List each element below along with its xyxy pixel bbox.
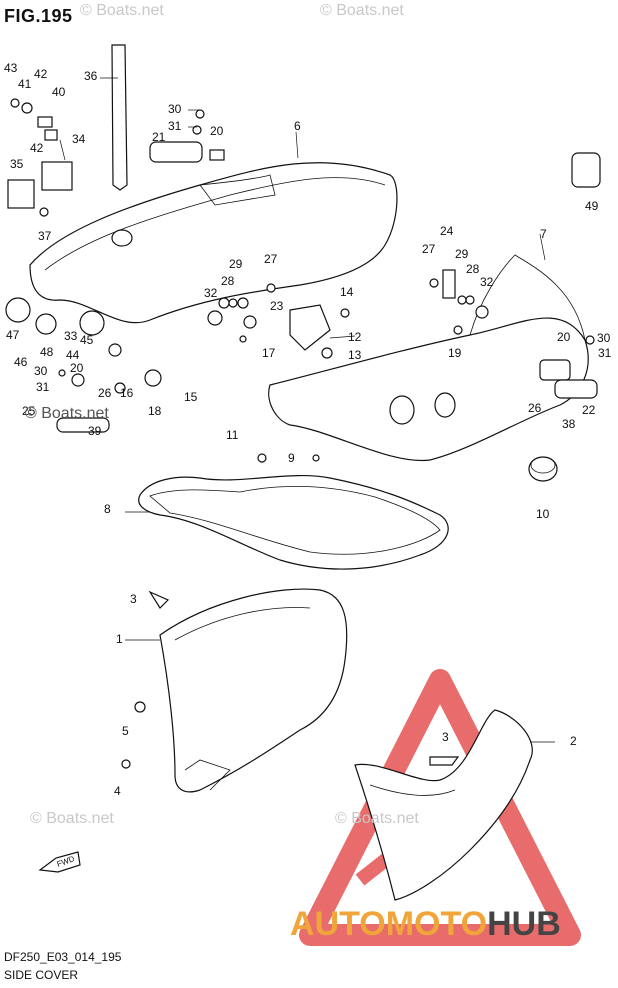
callout-42: 42 xyxy=(34,67,48,81)
part-7-side-cover-right xyxy=(268,254,589,462)
callout-30: 30 xyxy=(34,364,48,378)
watermark-left: © Boats.net xyxy=(25,405,109,422)
callout-26: 26 xyxy=(98,386,112,400)
callout-10: 10 xyxy=(536,507,550,521)
callout-9: 9 xyxy=(288,451,295,465)
callout-36: 36 xyxy=(84,69,98,83)
callout-49: 49 xyxy=(585,199,599,213)
callout-19: 19 xyxy=(448,346,462,360)
callout-47: 47 xyxy=(6,328,20,342)
callout-32: 32 xyxy=(480,275,494,289)
figure-title: FIG.195 xyxy=(4,6,73,26)
callout-17: 17 xyxy=(262,346,276,360)
callout-12: 12 xyxy=(348,330,362,344)
callout-44: 44 xyxy=(66,348,80,362)
callout-30: 30 xyxy=(597,331,611,345)
callout-41: 41 xyxy=(18,77,32,91)
part-1-lower-cover-left xyxy=(159,588,348,793)
part-6-side-cover-left xyxy=(29,162,398,324)
callout-14: 14 xyxy=(340,285,354,299)
hardware-small-parts xyxy=(5,44,601,769)
callout-20: 20 xyxy=(557,330,571,344)
callout-28: 28 xyxy=(221,274,235,288)
callout-21: 21 xyxy=(152,130,166,144)
callout-3: 3 xyxy=(130,592,137,606)
callout-20: 20 xyxy=(70,361,84,375)
callout-40: 40 xyxy=(52,85,66,99)
part-10-plug xyxy=(528,456,558,482)
callout-27: 27 xyxy=(264,252,278,266)
callout-42: 42 xyxy=(30,141,44,155)
callout-33: 33 xyxy=(64,329,78,343)
leader-lines xyxy=(59,77,555,743)
callout-25: 25 xyxy=(22,404,36,418)
callout-1: 1 xyxy=(116,632,123,646)
fwd-direction-arrow: FWD xyxy=(38,851,81,873)
callout-4: 4 xyxy=(114,784,121,798)
brand-part-hub: HUB xyxy=(487,905,561,943)
watermark-mid-left: © Boats.net xyxy=(30,810,114,827)
callout-31: 31 xyxy=(168,119,182,133)
brand-part-moto: MOTO xyxy=(385,905,488,943)
callout-31: 31 xyxy=(598,346,612,360)
callout-46: 46 xyxy=(14,355,28,369)
callout-23: 23 xyxy=(270,299,284,313)
callout-28: 28 xyxy=(466,262,480,276)
callout-35: 35 xyxy=(10,157,24,171)
part-2-lower-cover-right xyxy=(354,709,533,901)
section-name: SIDE COVER xyxy=(4,968,79,982)
callout-45: 45 xyxy=(80,333,94,347)
callout-22: 22 xyxy=(582,403,596,417)
callout-27: 27 xyxy=(422,242,436,256)
watermark-top: © Boats.net xyxy=(80,2,164,19)
watermark-top-right: © Boats.net xyxy=(320,2,404,19)
callout-6: 6 xyxy=(294,119,301,133)
callout-30: 30 xyxy=(168,102,182,116)
callout-7: 7 xyxy=(540,227,547,241)
automotohub-brand: AUTOMOTOHUB xyxy=(290,905,561,944)
callout-34: 34 xyxy=(72,132,86,146)
callout-20: 20 xyxy=(210,124,224,138)
callout-13: 13 xyxy=(348,348,362,362)
callout-16: 16 xyxy=(120,386,134,400)
callout-38: 38 xyxy=(562,417,576,431)
callout-43: 43 xyxy=(4,61,18,75)
callout-2: 2 xyxy=(570,734,577,748)
callout-8: 8 xyxy=(104,502,111,516)
callout-31: 31 xyxy=(36,380,50,394)
callout-39: 39 xyxy=(88,424,102,438)
callout-5: 5 xyxy=(122,724,129,738)
callout-32: 32 xyxy=(204,286,218,300)
brand-part-auto: AUTO xyxy=(290,905,386,943)
part-8-seal xyxy=(138,475,449,570)
callout-48: 48 xyxy=(40,345,54,359)
watermark-mid: © Boats.net xyxy=(335,810,419,827)
callout-24: 24 xyxy=(440,224,454,238)
callout-29: 29 xyxy=(455,247,469,261)
callout-15: 15 xyxy=(184,390,198,404)
callout-3: 3 xyxy=(442,730,449,744)
callout-26: 26 xyxy=(528,401,542,415)
callout-29: 29 xyxy=(229,257,243,271)
callout-37: 37 xyxy=(38,229,52,243)
diagram-code: DF250_E03_014_195 xyxy=(4,950,122,964)
callout-11: 11 xyxy=(226,428,239,442)
callout-18: 18 xyxy=(148,404,162,418)
